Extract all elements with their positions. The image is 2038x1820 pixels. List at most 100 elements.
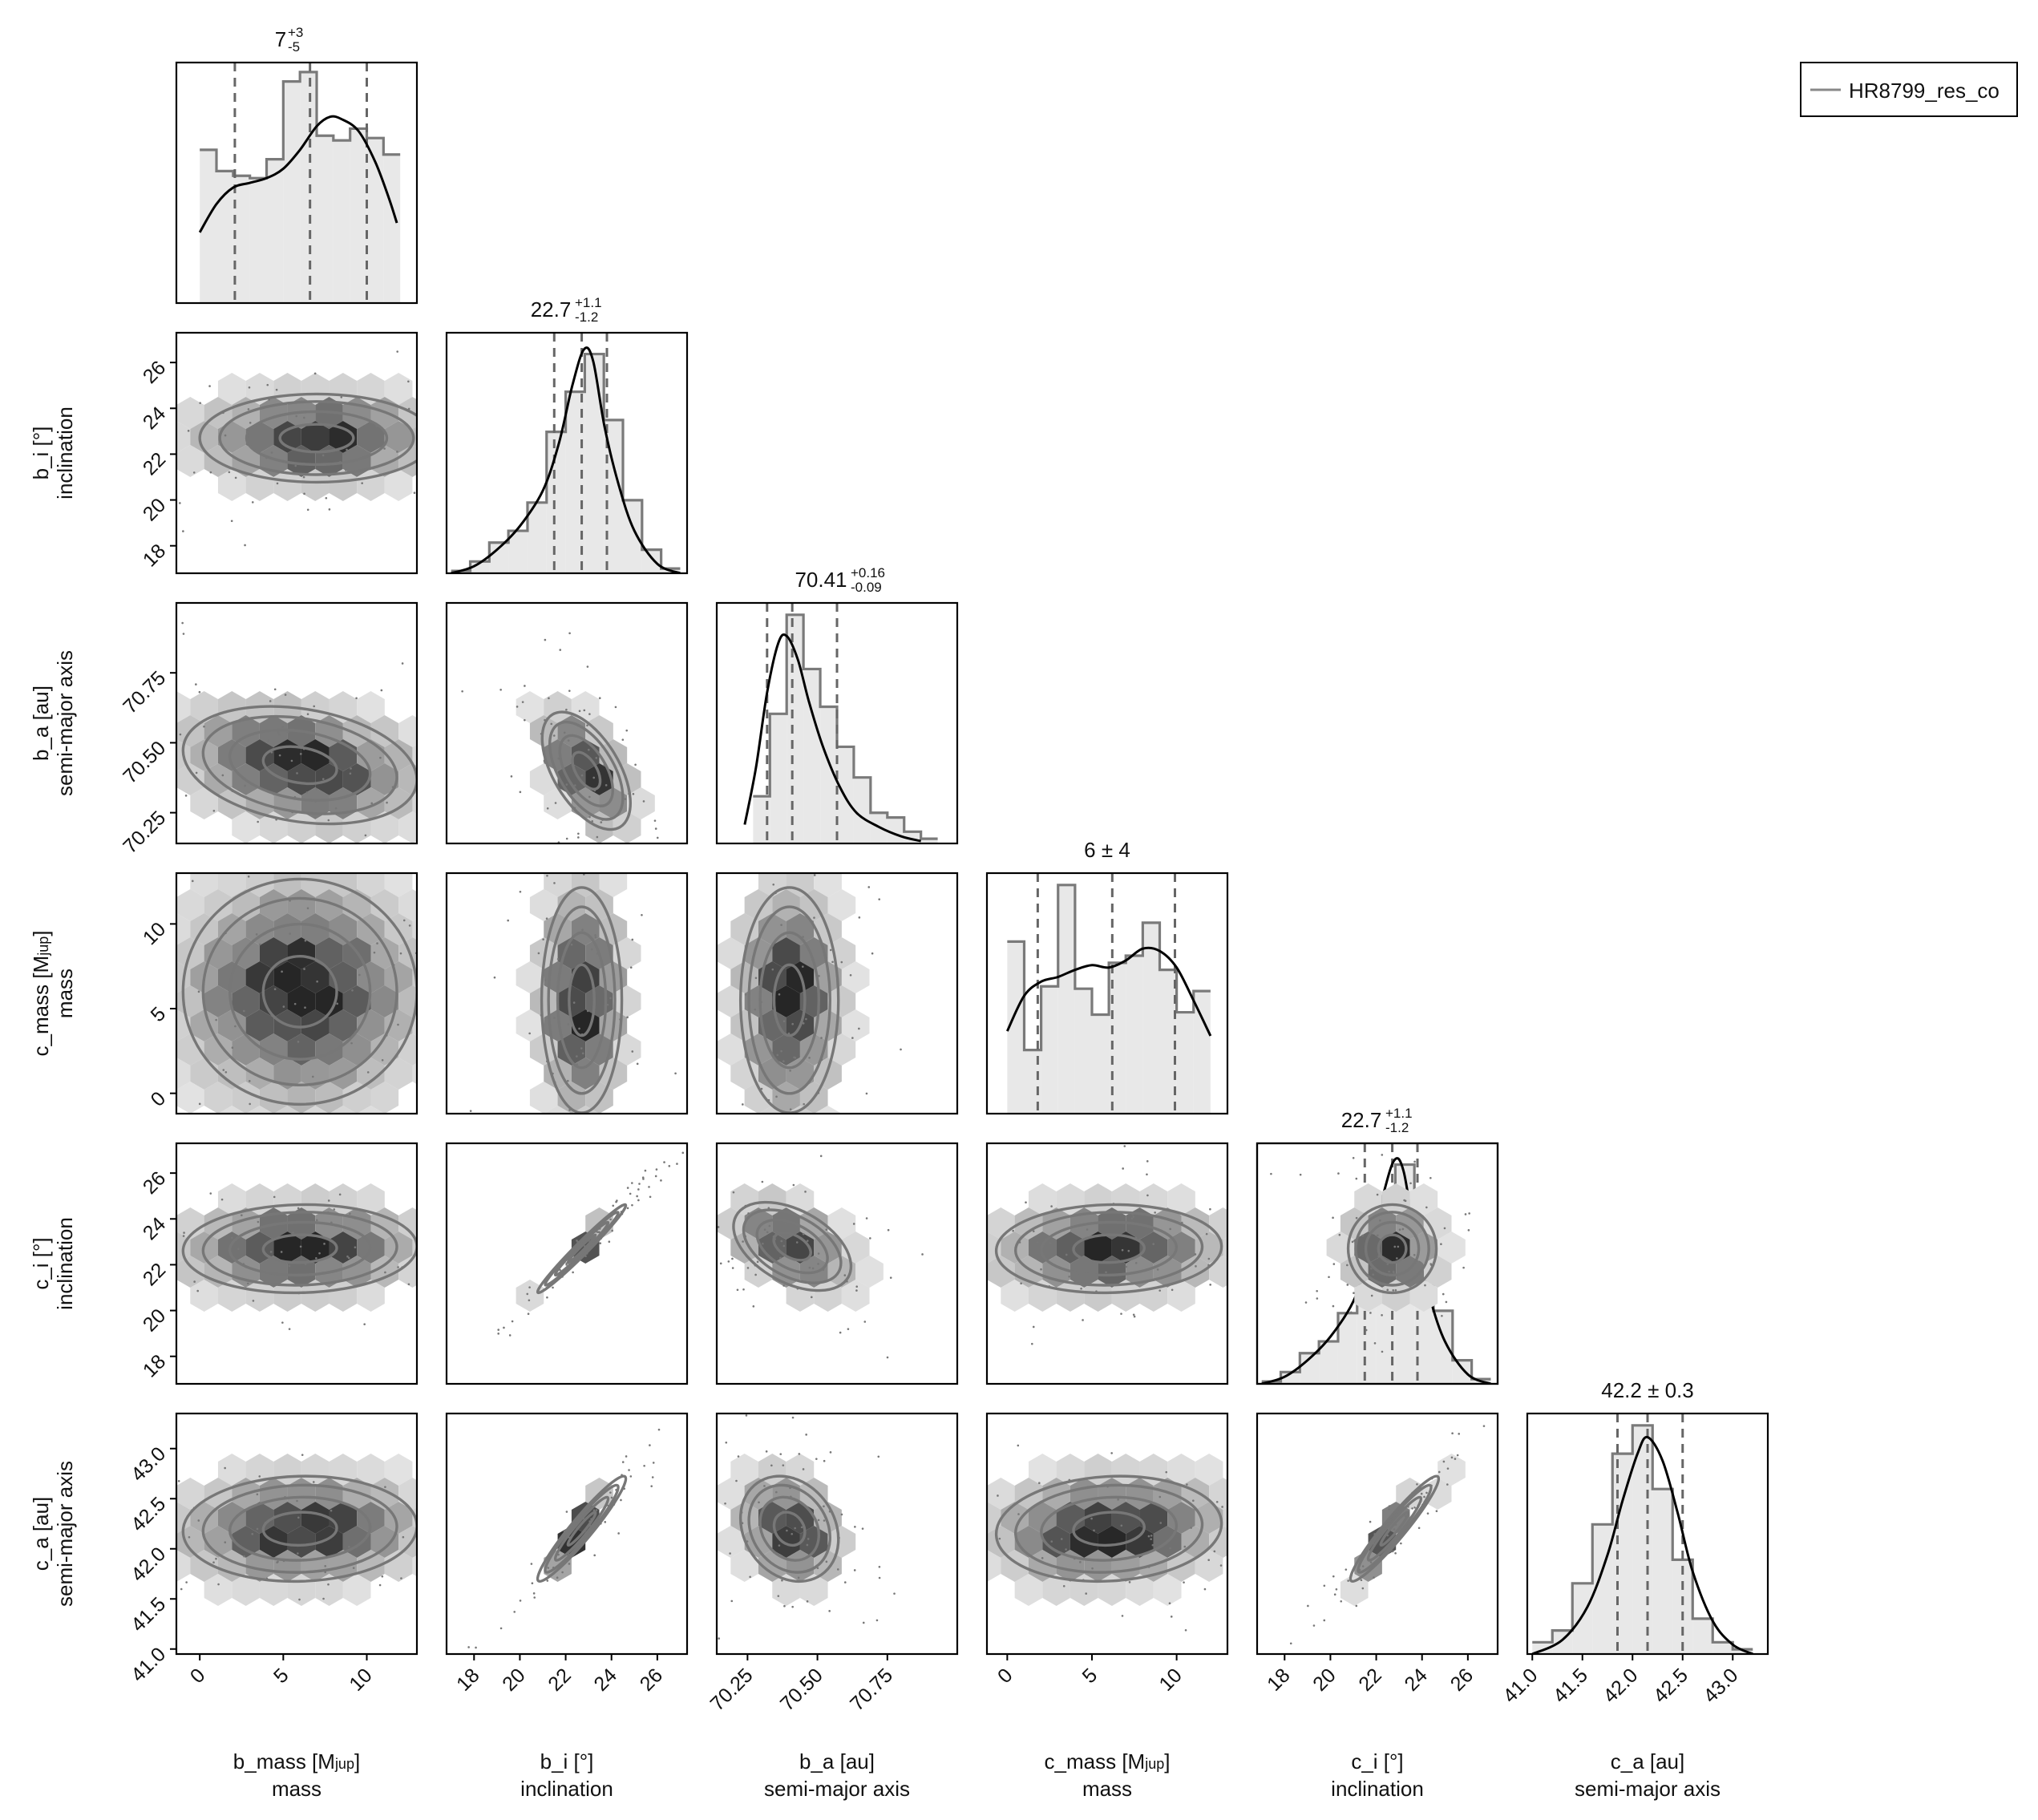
- sample-point: [327, 819, 330, 822]
- sample-point: [1169, 1547, 1171, 1550]
- sample-point: [191, 880, 194, 883]
- hexbin: [1111, 1232, 1140, 1264]
- hist-bar: [1074, 989, 1092, 1114]
- x-tick-label: 20: [498, 1664, 529, 1695]
- sample-point: [1065, 1548, 1067, 1551]
- sample-point: [1085, 1592, 1087, 1595]
- sample-point: [467, 1278, 469, 1280]
- sample-point: [650, 1485, 653, 1487]
- hexbin: [370, 445, 399, 477]
- sample-point: [289, 869, 292, 872]
- x-axis-sublabel: inclination: [1331, 1777, 1424, 1801]
- contour-line: [738, 1474, 840, 1583]
- hist-bar: [1091, 1014, 1110, 1114]
- sample-point: [407, 1283, 410, 1286]
- hexbin: [717, 1033, 745, 1066]
- hexbin: [1209, 1526, 1227, 1558]
- sample-point: [1413, 1160, 1416, 1163]
- y-tick-label: 24: [139, 402, 171, 435]
- sample-point: [782, 1244, 786, 1248]
- sample-point: [179, 502, 181, 504]
- sample-point: [1316, 1289, 1318, 1292]
- sample-point: [277, 1560, 279, 1563]
- sample-point: [197, 1519, 200, 1522]
- sample-point: [1231, 1588, 1233, 1591]
- sample-point: [672, 1261, 674, 1264]
- sample-point: [1169, 1227, 1171, 1231]
- panel-frame: [175, 61, 419, 305]
- sample-point: [465, 1441, 467, 1443]
- sample-point: [427, 1575, 430, 1578]
- sample-point: [1150, 1535, 1153, 1537]
- sample-point: [427, 1012, 429, 1014]
- hexbin: [1028, 1183, 1057, 1215]
- contour-line: [198, 392, 417, 484]
- sample-point: [266, 383, 269, 386]
- hist-bar: [1007, 941, 1025, 1114]
- sample-point: [554, 802, 557, 804]
- sample-point: [1340, 1600, 1343, 1603]
- sample-point: [1442, 1292, 1445, 1296]
- sample-point: [424, 442, 427, 444]
- sample-point: [316, 980, 318, 983]
- sample-point: [442, 1245, 444, 1248]
- hexbin: [301, 787, 330, 819]
- sample-point: [570, 943, 573, 946]
- contour-line: [772, 1511, 807, 1547]
- hexbin: [613, 985, 641, 1017]
- hexbin: [1223, 1507, 1227, 1529]
- sample-point: [1156, 1268, 1159, 1271]
- hexbin: [217, 1232, 246, 1264]
- sample-point: [1454, 1458, 1457, 1460]
- sample-point: [657, 1428, 661, 1431]
- sample-point: [568, 690, 571, 692]
- sample-point: [177, 1479, 180, 1482]
- y-tick-label: 41.5: [127, 1593, 170, 1636]
- sample-point: [198, 1102, 201, 1106]
- hexbin: [204, 889, 233, 921]
- sample-point: [298, 1406, 301, 1409]
- sample-point: [1361, 1234, 1364, 1237]
- sample-point: [1369, 1312, 1372, 1314]
- sample-point: [330, 1509, 333, 1512]
- sample-point: [358, 973, 361, 977]
- sample-point: [878, 1576, 881, 1579]
- sample-point: [249, 1349, 252, 1352]
- sample-point: [731, 1267, 734, 1269]
- hist-bar: [1632, 1425, 1653, 1654]
- contour-line: [278, 423, 355, 454]
- hexbin: [529, 1082, 558, 1114]
- hexbin: [1195, 1232, 1223, 1264]
- hexbin: [841, 1009, 870, 1041]
- hexbin: [427, 1256, 455, 1288]
- sample-point: [334, 807, 338, 810]
- sample-point: [1361, 1565, 1365, 1567]
- sample-point: [1253, 1628, 1256, 1630]
- x-tick-label: 26: [1446, 1664, 1478, 1695]
- sample-point: [1080, 1287, 1082, 1290]
- sample-point: [704, 1568, 706, 1571]
- hexbin: [1438, 1232, 1466, 1264]
- sample-point: [349, 1212, 351, 1215]
- sample-point: [754, 1273, 757, 1276]
- sample-point: [1388, 1508, 1390, 1511]
- sample-point: [249, 868, 251, 870]
- sample-point: [878, 1565, 881, 1568]
- hexbin: [1042, 1574, 1070, 1606]
- sample-point: [258, 943, 261, 946]
- hexbin: [217, 421, 246, 453]
- hexbin: [786, 913, 815, 945]
- hist-bar: [1712, 1642, 1733, 1654]
- hist-bar: [770, 714, 787, 843]
- sample-point: [795, 1241, 799, 1244]
- sample-point: [195, 771, 198, 775]
- sample-point: [1324, 1579, 1326, 1582]
- sample-point: [649, 1195, 652, 1199]
- x-axis-label: b_mass [Mjup]: [233, 1749, 360, 1773]
- sample-point: [789, 1070, 791, 1072]
- sample-point: [733, 815, 735, 818]
- sample-point: [636, 1062, 639, 1066]
- contour-line: [747, 905, 831, 1095]
- hexbin: [301, 961, 330, 993]
- sample-point: [277, 731, 280, 734]
